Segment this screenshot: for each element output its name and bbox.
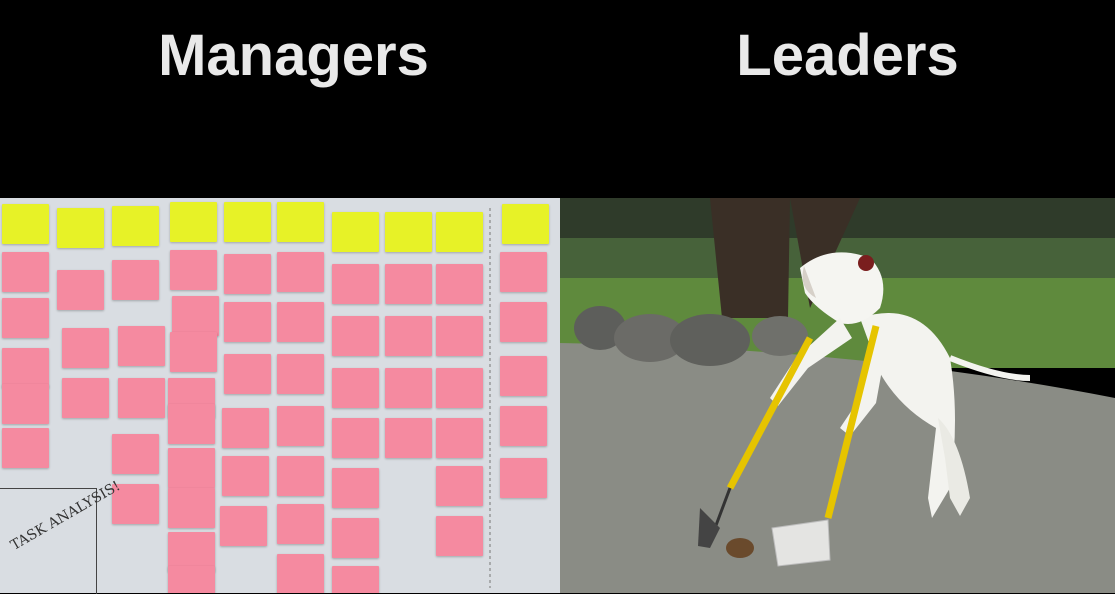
sticky-note: [500, 252, 547, 292]
sticky-note: [332, 264, 379, 304]
sticky-note: [112, 434, 159, 474]
sticky-note: [385, 418, 432, 458]
sticky-note: [168, 448, 215, 488]
dog-photo-illustration: [560, 198, 1115, 593]
sticky-note: [222, 408, 269, 448]
sticky-note: [2, 428, 49, 468]
sticky-note: [172, 296, 219, 336]
sticky-note: [502, 204, 549, 244]
sticky-note: [332, 566, 379, 593]
sticky-note: [385, 264, 432, 304]
sticky-note: [385, 368, 432, 408]
sticky-note: [2, 298, 49, 338]
sticky-note: [168, 404, 215, 444]
sticky-note: [170, 250, 217, 290]
sticky-note: [277, 504, 324, 544]
sticky-note: [2, 204, 49, 244]
sticky-note: [2, 384, 49, 424]
sticky-note: [224, 354, 271, 394]
sticky-note: [224, 202, 271, 242]
sticky-note: [112, 206, 159, 246]
sticky-note: [332, 468, 379, 508]
sticky-note: [436, 212, 483, 252]
sticky-note: [57, 270, 104, 310]
sticky-note: [62, 328, 109, 368]
sticky-note: [220, 506, 267, 546]
leaders-title: Leaders: [736, 23, 959, 88]
sticky-note: [224, 302, 271, 342]
sticky-note: [112, 484, 159, 524]
sticky-note: [118, 326, 165, 366]
sticky-note: [170, 332, 217, 372]
sticky-note: [385, 316, 432, 356]
sticky-note: [500, 406, 547, 446]
sticky-note: [168, 532, 215, 572]
sticky-note: [436, 466, 483, 506]
sticky-note: [332, 212, 379, 252]
sticky-note: [277, 406, 324, 446]
sticky-note: [277, 252, 324, 292]
sticky-note: [2, 348, 49, 388]
sticky-note: [277, 554, 324, 593]
sticky-note: [57, 208, 104, 248]
sticky-note: [2, 252, 49, 292]
sticky-note: [500, 458, 547, 498]
sticky-note: [170, 202, 217, 242]
sticky-note: [112, 260, 159, 300]
sticky-note: [277, 202, 324, 242]
sticky-note: [500, 356, 547, 396]
sticky-note: [500, 302, 547, 342]
sticky-note: [332, 368, 379, 408]
managers-title: Managers: [158, 23, 429, 88]
sticky-note: [62, 378, 109, 418]
sticky-note: [168, 488, 215, 528]
sticky-note: [436, 516, 483, 556]
sticky-note: [436, 368, 483, 408]
dog-cleaning-photo: [560, 198, 1115, 593]
sticky-note: [385, 212, 432, 252]
task-analysis-box: [0, 488, 97, 594]
sticky-note: [332, 316, 379, 356]
notes-layer: [0, 198, 560, 593]
sticky-note: [277, 354, 324, 394]
sticky-note: [168, 566, 215, 593]
sticky-note: [224, 254, 271, 294]
sticky-note: [277, 302, 324, 342]
sticky-note: [436, 316, 483, 356]
sticky-note: [436, 418, 483, 458]
sticky-note: [332, 518, 379, 558]
sticky-note: [222, 456, 269, 496]
sticky-note: [118, 378, 165, 418]
sticky-note: [332, 418, 379, 458]
sticky-note: [436, 264, 483, 304]
sticky-note: [277, 456, 324, 496]
